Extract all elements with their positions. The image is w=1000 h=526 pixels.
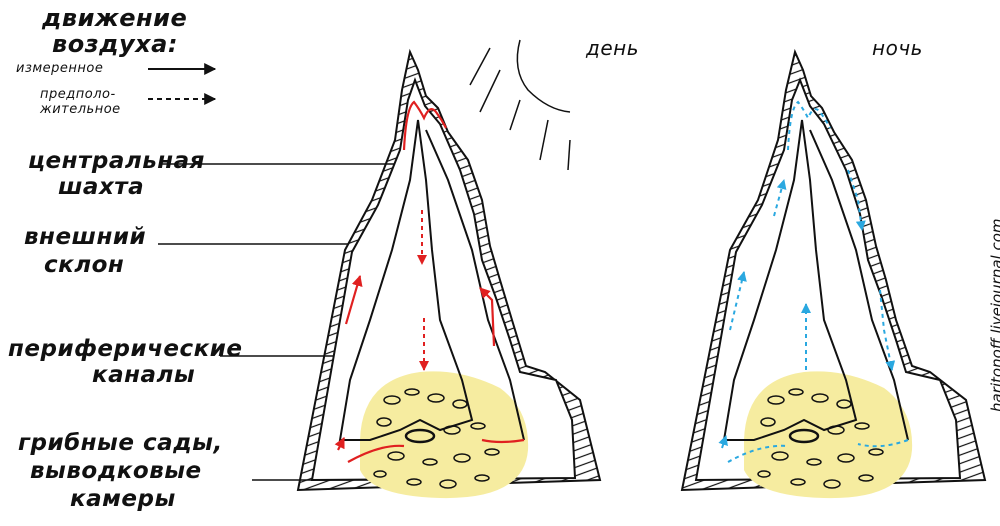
label-central-shaft-line1: центральная <box>28 148 205 174</box>
sun-icon <box>469 39 571 171</box>
legend-title-line2: воздуха: <box>52 30 178 58</box>
legend-assumed-label-line1: предполо- <box>40 87 116 102</box>
day-airflow-assumed <box>417 210 429 371</box>
mound-night <box>680 48 987 499</box>
column-label-day: день <box>586 36 639 60</box>
legend-measured-label: измеренное <box>16 61 104 76</box>
day-airflow-measured <box>334 100 525 463</box>
label-peripheral-channels-line1: периферические <box>8 336 243 362</box>
label-peripheral-channels-line2: каналы <box>92 362 196 388</box>
night-airflow-assumed <box>718 100 909 463</box>
label-fungus-gardens-line1: грибные сады, <box>18 430 223 456</box>
label-central-shaft-line2: шахта <box>58 174 145 200</box>
label-outer-slope-line1: внешний <box>24 224 147 250</box>
label-outer-slope-line2: склон <box>44 252 125 278</box>
label-fungus-gardens-line3: камеры <box>70 486 176 512</box>
column-label-night: ночь <box>872 36 923 60</box>
legend-title-line1: движение <box>42 4 188 32</box>
legend-assumed-label-line2: жительное <box>40 102 121 117</box>
label-fungus-gardens-line2: выводковые <box>30 458 202 484</box>
mound-day <box>296 48 602 499</box>
